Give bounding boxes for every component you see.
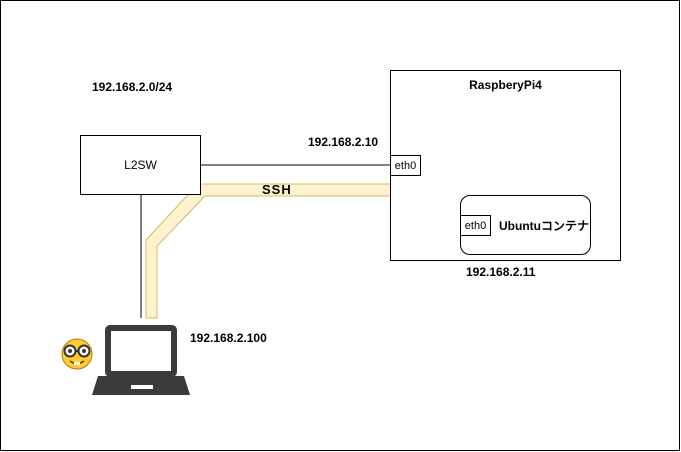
raspberrypi-eth0-label: eth0 [394, 159, 417, 172]
l2sw-label: L2SW [124, 158, 157, 172]
raspberrypi-label: RaspberyPi4 [469, 78, 542, 92]
nerd-face-icon [61, 338, 93, 370]
subnet-label: 192.168.2.0/24 [92, 80, 173, 94]
ssh-label: SSH [262, 182, 292, 197]
l2sw-node: L2SW [80, 135, 201, 195]
container-eth0: eth0 [460, 215, 491, 236]
container-eth0-label: eth0 [464, 219, 487, 232]
raspberrypi-ip-label: 192.168.2.10 [308, 135, 379, 149]
laptop-ip-label: 192.168.2.100 [190, 331, 267, 345]
container-ip-label: 192.168.2.11 [466, 265, 536, 279]
raspberrypi-eth0: eth0 [390, 155, 421, 176]
laptop-icon [92, 325, 190, 395]
ubuntu-container-label: Ubuntuコンテナ [499, 219, 589, 233]
